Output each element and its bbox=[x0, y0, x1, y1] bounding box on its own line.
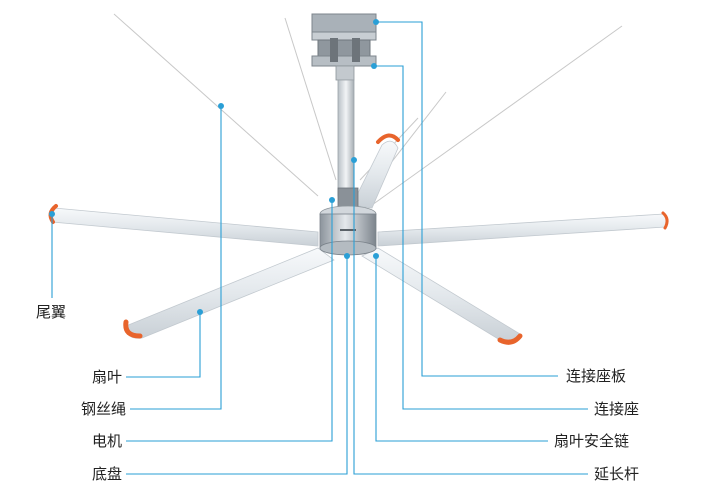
label-blade-safety-chain: 扇叶安全链 bbox=[554, 432, 630, 450]
leader-dots bbox=[49, 19, 379, 315]
extension-rod bbox=[335, 65, 355, 197]
mount-plate bbox=[311, 13, 377, 67]
blade-back bbox=[351, 133, 400, 209]
label-blade: 扇叶 bbox=[91, 368, 122, 386]
blade-bottom-right bbox=[361, 247, 523, 345]
blade-right bbox=[377, 211, 669, 247]
motor bbox=[319, 187, 377, 256]
blade-bottom-left bbox=[123, 247, 335, 339]
leader-lines bbox=[51, 21, 588, 475]
label-steel-cable: 钢丝绳 bbox=[80, 400, 126, 418]
blade-left bbox=[48, 204, 319, 247]
label-tail-fin: 尾翼 bbox=[36, 303, 67, 321]
label-mount-seat: 连接座 bbox=[594, 400, 640, 418]
label-motor: 电机 bbox=[91, 432, 122, 450]
label-mount-plate: 连接座板 bbox=[566, 367, 627, 385]
label-extension-rod: 延长杆 bbox=[594, 465, 640, 483]
label-chassis: 底盘 bbox=[91, 465, 122, 483]
